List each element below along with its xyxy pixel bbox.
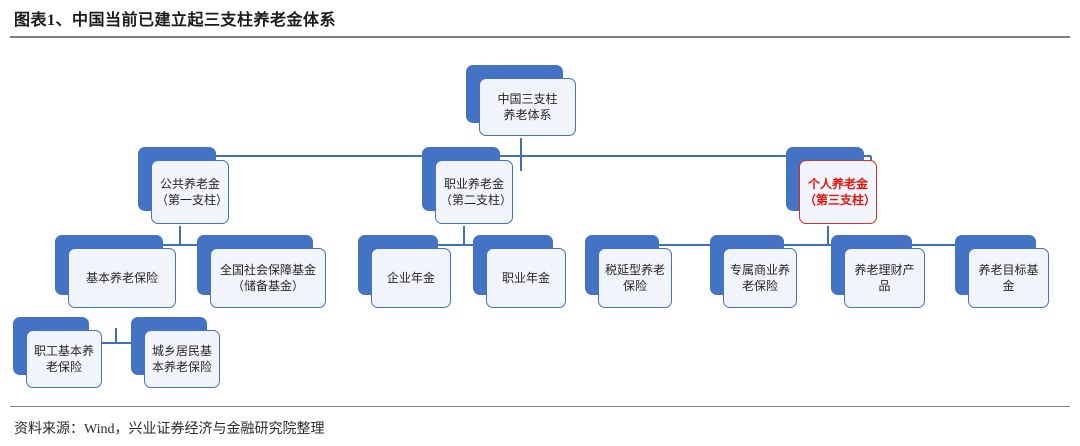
node-pillar-1[interactable]: 公共养老金 （第一支柱） (138, 147, 229, 224)
org-chart-diagram: 中国三支柱 养老体系 公共养老金 （第一支柱） 职业养老金 （第二支柱） (0, 40, 1080, 404)
node-label-line1: 城乡居民基 (151, 343, 212, 358)
page-title: 图表1、中国当前已建立起三支柱养老金体系 (14, 12, 337, 29)
node-face: 职业养老金 （第二支柱） (435, 160, 513, 224)
node-basic-pension-insurance[interactable]: 基本养老保险 (55, 235, 176, 308)
node-face: 中国三支柱 养老体系 (479, 78, 576, 136)
source-divider (10, 406, 1070, 407)
node-face: 职业年金 (486, 248, 566, 308)
node-face: 公共养老金 （第一支柱） (151, 160, 229, 224)
node-tax-deferred-pension-insurance[interactable]: 税延型养老 保险 (585, 235, 672, 308)
node-occupational-annuity[interactable]: 职业年金 (473, 235, 566, 308)
node-face: 全国社会保障基金 （储备基金） (210, 248, 326, 308)
node-pillar-3[interactable]: 个人养老金 （第三支柱） (786, 147, 877, 224)
node-label-line2: 老保险 (741, 279, 778, 293)
node-label-line2: （第二支柱） (440, 193, 513, 207)
node-label-line2: （第三支柱） (804, 193, 877, 207)
node-label-line1: 税延型养老 (604, 262, 665, 277)
node-urban-rural-resident-basic-pension-insurance[interactable]: 城乡居民基 本养老保险 (131, 317, 220, 388)
node-label-line2: 本养老保险 (151, 360, 212, 374)
node-label-line2: 保险 (622, 279, 647, 293)
node-label-line1: 个人养老金 (807, 176, 868, 191)
node-label-line1: 中国三支柱 (497, 91, 558, 106)
node-label-line1: 职工基本养 (33, 343, 94, 358)
node-label-line1: 公共养老金 (159, 176, 220, 191)
title-divider (10, 36, 1070, 38)
node-face: 个人养老金 （第三支柱） (799, 160, 877, 224)
node-face: 基本养老保险 (68, 248, 176, 308)
node-label-line1: 基本养老保险 (85, 270, 158, 285)
source-note: 资料来源：Wind，兴业证券经济与金融研究院整理 (14, 422, 325, 437)
node-label-line1: 全国社会保障基金 (219, 262, 316, 277)
node-label-line1: 养老理财产品 (854, 262, 915, 293)
node-label-line2: （第一支柱） (156, 193, 229, 207)
node-face: 养老目标基金 (968, 248, 1049, 308)
node-face: 职工基本养 老保险 (26, 330, 102, 388)
node-pension-wealth-management-product[interactable]: 养老理财产品 (831, 235, 925, 308)
node-label-line1: 职业养老金 (443, 176, 504, 191)
node-face: 城乡居民基 本养老保险 (144, 330, 220, 388)
node-enterprise-annuity[interactable]: 企业年金 (358, 235, 451, 308)
node-label-line2: （储备基金） (231, 279, 304, 293)
node-label-line1: 职业年金 (501, 270, 550, 285)
node-pillar-2[interactable]: 职业养老金 （第二支柱） (422, 147, 513, 224)
node-root[interactable]: 中国三支柱 养老体系 (466, 65, 576, 136)
node-exclusive-commercial-pension-insurance[interactable]: 专属商业养 老保险 (710, 235, 797, 308)
node-national-social-security-fund[interactable]: 全国社会保障基金 （储备基金） (197, 235, 326, 308)
node-face: 专属商业养 老保险 (723, 248, 797, 308)
node-pension-target-fund[interactable]: 养老目标基金 (955, 235, 1049, 308)
node-label-line1: 养老目标基金 (978, 262, 1039, 293)
node-face: 税延型养老 保险 (598, 248, 672, 308)
node-employee-basic-pension-insurance[interactable]: 职工基本养 老保险 (13, 317, 102, 388)
node-label-line1: 企业年金 (386, 270, 435, 285)
node-face: 养老理财产品 (844, 248, 925, 308)
node-label-line1: 专属商业养 (729, 262, 790, 277)
node-face: 企业年金 (371, 248, 451, 308)
node-label-line2: 老保险 (45, 360, 82, 374)
node-label-line2: 养老体系 (503, 108, 552, 122)
